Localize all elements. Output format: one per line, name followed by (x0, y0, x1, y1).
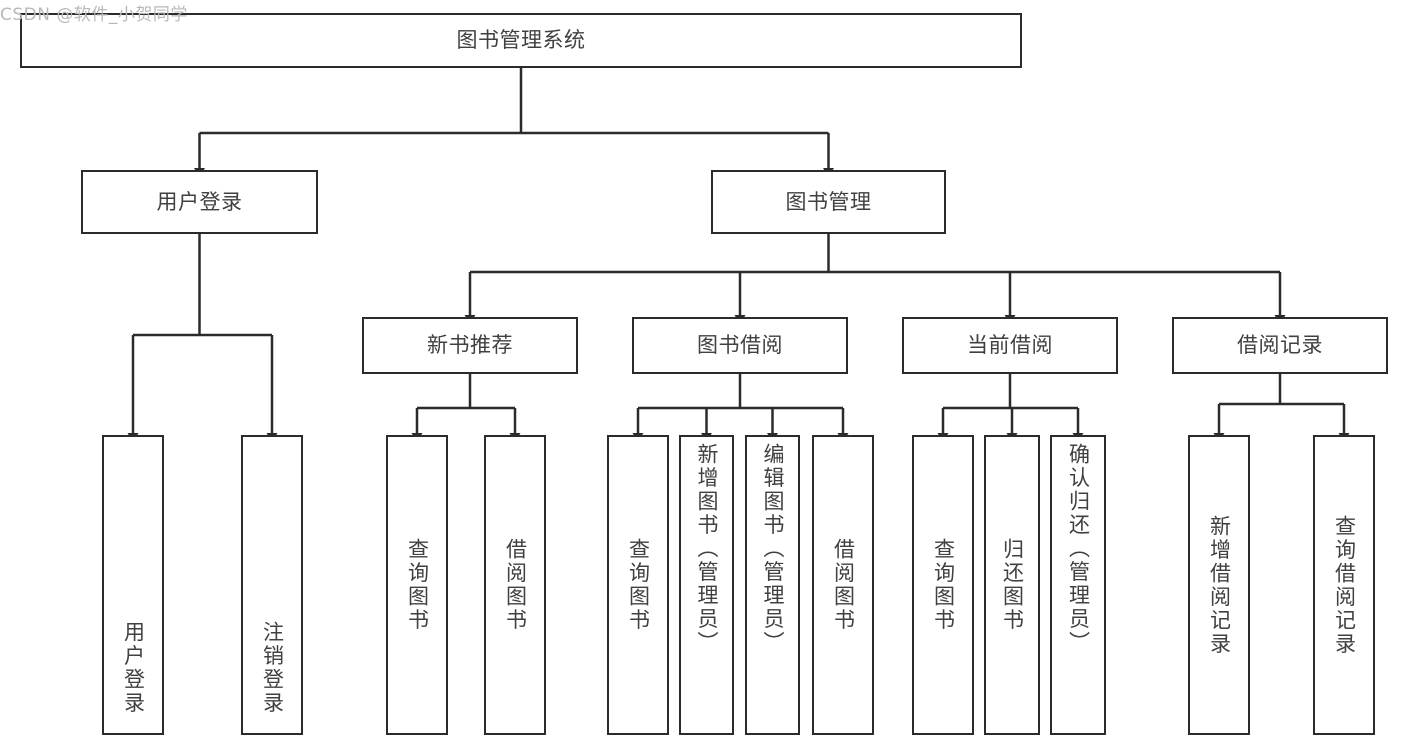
node-label: 图书借阅 (697, 333, 783, 358)
node-leaf-user-logout: 注销登录 (241, 435, 303, 735)
node-label: 新增借阅记录 (1207, 514, 1232, 656)
node-leaf-borrow-book-1: 借阅图书 (484, 435, 546, 735)
node-book-manage: 图书管理 (711, 170, 946, 234)
node-leaf-return-book: 归还图书 (984, 435, 1040, 735)
node-label: 新增图书（管理员） (695, 443, 719, 655)
node-label: 图书管理 (785, 189, 872, 214)
node-leaf-confirm-return: 确认归还（管理员） (1050, 435, 1106, 735)
node-label: 用户登录 (156, 189, 243, 214)
node-label: 查询借阅记录 (1332, 514, 1357, 656)
node-new-book-rec: 新书推荐 (362, 317, 578, 374)
node-leaf-query-book-3: 查询图书 (912, 435, 974, 735)
node-label: 编辑图书（管理员） (761, 443, 785, 655)
edge-layer (127, 68, 1350, 442)
node-label: 查询图书 (626, 538, 651, 632)
node-current-borrow: 当前借阅 (902, 317, 1118, 374)
node-borrow-record: 借阅记录 (1172, 317, 1388, 374)
node-leaf-edit-book: 编辑图书（管理员） (745, 435, 800, 735)
node-label: 当前借阅 (967, 333, 1053, 358)
node-leaf-user-login: 用户登录 (102, 435, 164, 735)
node-label: 查询图书 (931, 538, 956, 632)
node-root: 图书管理系统 (20, 13, 1022, 68)
node-book-borrow: 图书借阅 (632, 317, 848, 374)
node-leaf-add-record: 新增借阅记录 (1188, 435, 1250, 735)
node-label: 图书管理系统 (456, 28, 586, 53)
node-label: 确认归还（管理员） (1066, 443, 1091, 655)
node-label: 注销登录 (260, 621, 285, 715)
node-leaf-query-book-2: 查询图书 (607, 435, 669, 735)
node-label: 查询图书 (405, 538, 430, 632)
node-label: 用户登录 (121, 621, 146, 715)
node-leaf-query-record: 查询借阅记录 (1313, 435, 1375, 735)
node-label: 新书推荐 (427, 333, 513, 358)
node-leaf-add-book: 新增图书（管理员） (679, 435, 734, 735)
node-label: 借阅图书 (503, 538, 528, 632)
node-user-login: 用户登录 (81, 170, 318, 234)
node-leaf-query-book-1: 查询图书 (386, 435, 448, 735)
node-label: 借阅图书 (831, 538, 856, 632)
node-leaf-borrow-book-2: 借阅图书 (812, 435, 874, 735)
node-label: 归还图书 (1000, 538, 1025, 632)
csdn-watermark: CSDN @软件_小贺同学 (0, 5, 188, 25)
node-label: 借阅记录 (1237, 333, 1323, 358)
